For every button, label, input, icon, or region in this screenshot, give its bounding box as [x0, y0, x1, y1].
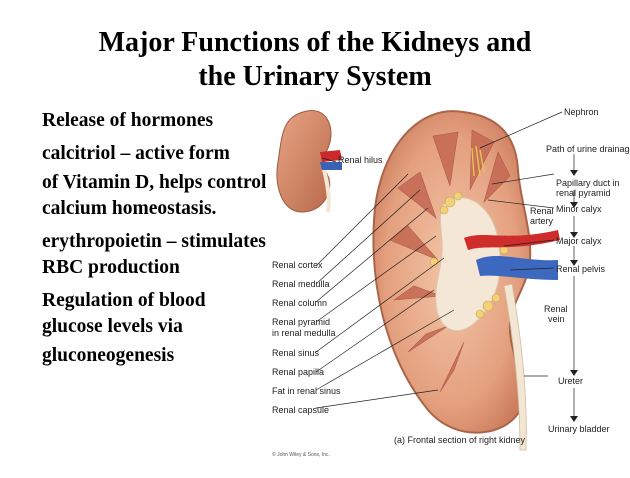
title-line-2: the Urinary System: [198, 61, 432, 92]
label-nephron: Nephron: [564, 107, 599, 117]
label-renal-hilus: Renal hilus: [338, 155, 383, 165]
renal-sinus: [435, 196, 501, 332]
label-renal-cortex: Renal cortex: [272, 260, 323, 270]
ureter: [503, 283, 527, 451]
label-renal-capsule: Renal capsule: [272, 405, 330, 415]
label-fat-renal-sinus: Fat in renal sinus: [272, 386, 341, 396]
bullet-regulation: Regulation of blood glucose levels via: [42, 290, 206, 337]
arrowheads: [570, 170, 578, 422]
label-renal-vein-1: Renal: [544, 304, 568, 314]
nephron-marks: [471, 145, 485, 177]
bullet-calcitriol: calcitriol – active form: [42, 143, 230, 164]
label-renal-vein-2: vein: [548, 314, 565, 324]
bullet-list: Release of hormones calcitriol – active …: [42, 108, 267, 369]
kidney-figure: Renal cortex Renal medulla Renal column …: [258, 90, 630, 473]
label-urinary-bladder: Urinary bladder: [548, 424, 610, 434]
label-ureter: Ureter: [558, 376, 584, 386]
slide-title: Major Functions of the Kidneys and the U…: [0, 26, 630, 94]
label-renal-artery-1: Renal: [530, 206, 554, 216]
fat-deposits: [429, 191, 509, 319]
label-papillary-duct-1: Papillary duct in: [556, 178, 620, 188]
label-path-drainage: Path of urine drainage:: [546, 144, 630, 154]
label-renal-artery-2: artery: [530, 216, 554, 226]
renal-artery: [464, 230, 560, 250]
figure-caption: (a) Frontal section of right kidney: [394, 435, 526, 445]
bullet-erythropoietin: erythropoietin – stimulates RBC producti…: [42, 231, 266, 278]
label-renal-pelvis: Renal pelvis: [556, 264, 606, 274]
label-renal-sinus: Renal sinus: [272, 348, 320, 358]
title-line-1: Major Functions of the Kidneys and: [98, 27, 532, 58]
label-renal-medulla: Renal medulla: [272, 279, 330, 289]
copyright-note: © John Wiley & Sons, Inc.: [272, 452, 330, 458]
kidney-illustration: [276, 110, 578, 451]
label-minor-calyx: Minor calyx: [556, 204, 602, 214]
label-papillary-duct-2: renal pyramid: [556, 188, 611, 198]
renal-vein: [476, 255, 558, 280]
bullet-gluconeogenesis: gluconeogenesis: [42, 345, 175, 366]
bullet-vitamin-d: of Vitamin D, helps control calcium home…: [42, 172, 267, 219]
leader-lines: [315, 111, 575, 416]
label-renal-pyramid-2: in renal medulla: [272, 328, 336, 338]
label-major-calyx: Major calyx: [556, 236, 602, 246]
renal-pyramids: [389, 129, 511, 393]
bullet-hormones: Release of hormones: [42, 110, 214, 131]
small-kidney-icon: [276, 110, 342, 213]
label-renal-column: Renal column: [272, 298, 328, 308]
label-renal-papilla: Renal papilla: [272, 367, 325, 377]
label-renal-pyramid-1: Renal pyramid: [272, 317, 331, 327]
